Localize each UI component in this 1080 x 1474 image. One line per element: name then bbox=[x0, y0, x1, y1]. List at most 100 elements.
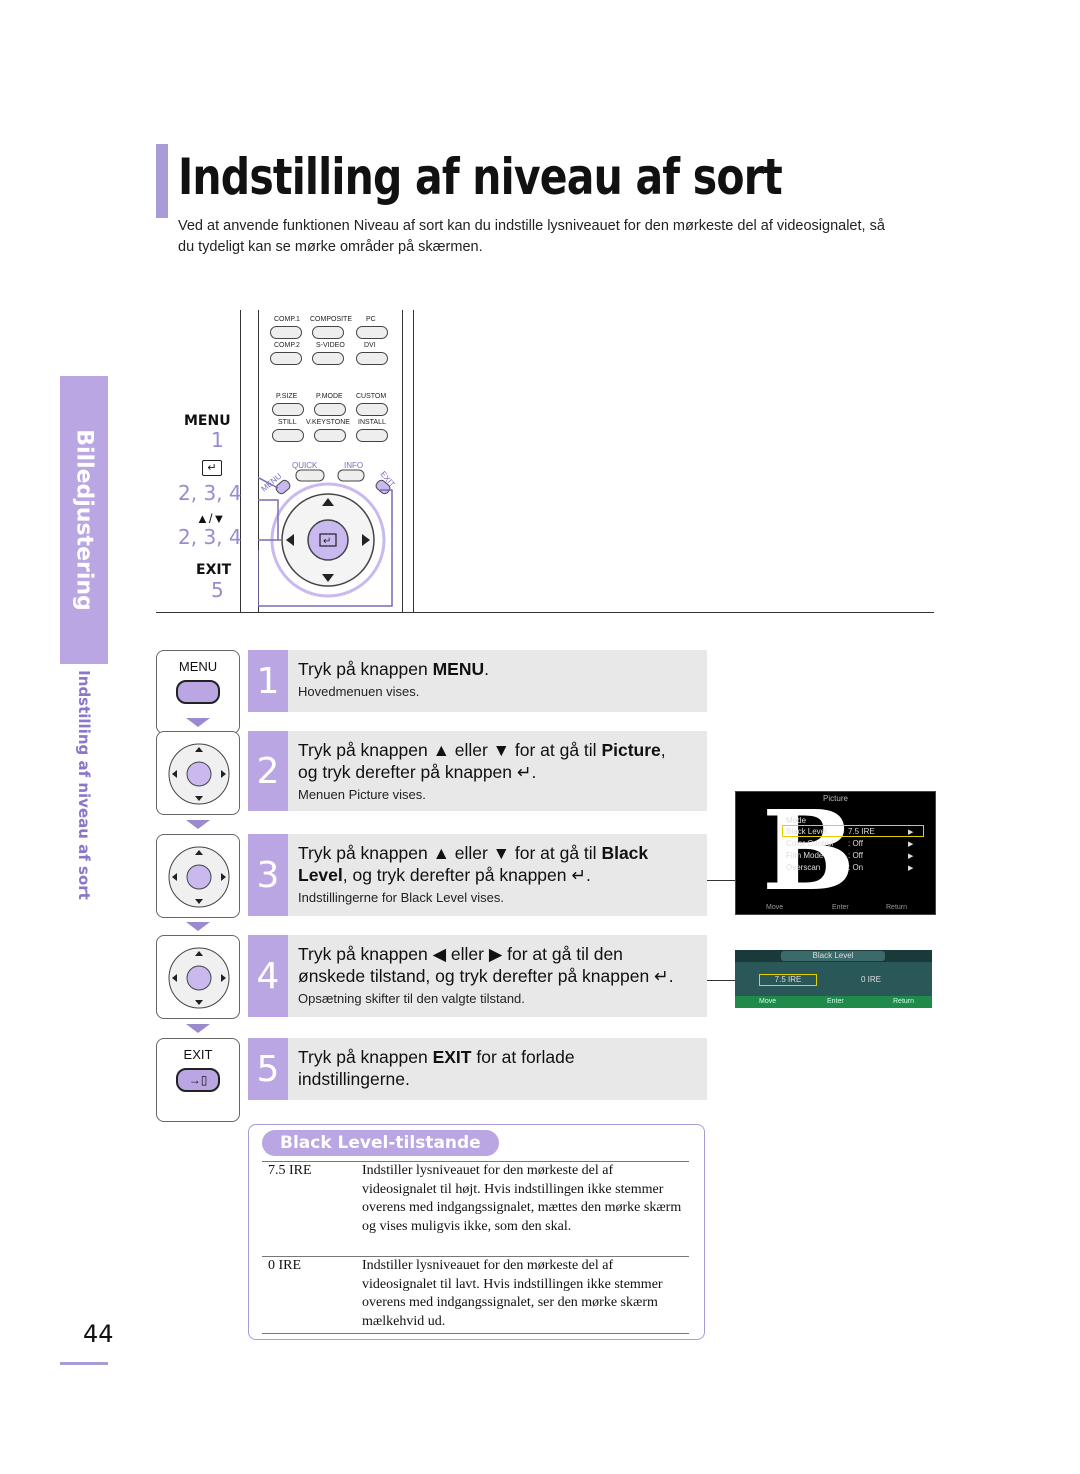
step-number: 4 bbox=[248, 935, 288, 1017]
step-result: Menuen Picture vises. bbox=[298, 787, 426, 802]
osd-row-label: Mode bbox=[786, 816, 807, 825]
osd-row-value: : Off bbox=[848, 839, 863, 848]
step-text: . bbox=[484, 659, 489, 679]
intro-text: Ved at anvende funktionen Niveau af sort… bbox=[178, 218, 885, 255]
install-label: INSTALL bbox=[358, 419, 386, 426]
quick-button bbox=[295, 469, 325, 482]
step-result: Opsætning skifter til den valgte tilstan… bbox=[298, 991, 525, 1006]
remote-menu-step: 1 bbox=[211, 428, 224, 452]
osd-footer-enter: Enter bbox=[827, 998, 844, 1005]
step-result: Hovedmenuen vises. bbox=[298, 684, 420, 699]
table-rule bbox=[262, 1256, 689, 1257]
step-text: Tryk på knappen bbox=[298, 659, 433, 679]
step-keyword: Level bbox=[298, 865, 343, 885]
step-text: og tryk derefter på knappen ↵. bbox=[298, 762, 537, 782]
step-text: , bbox=[660, 740, 666, 760]
remote-nav-cluster: QUICK INFO MENU EXIT ↵ bbox=[258, 461, 397, 607]
osd-selection bbox=[782, 825, 924, 837]
info-label: INFO bbox=[344, 461, 363, 470]
svideo-button[interactable] bbox=[312, 352, 344, 365]
remote-menu-label: MENU bbox=[184, 413, 231, 429]
vkeystone-button[interactable] bbox=[314, 429, 346, 442]
step-4: Tryk på knappen ◀ eller ▶ for at gå til … bbox=[288, 935, 707, 1017]
osd-row-label: Overscan bbox=[786, 863, 821, 872]
osd-title: Picture bbox=[823, 794, 848, 803]
step-number: 3 bbox=[248, 834, 288, 916]
callout-line bbox=[707, 880, 737, 881]
side-tab bbox=[60, 376, 108, 664]
osd-option-selected: 7.5 IRE bbox=[759, 974, 817, 986]
remote-edge-line bbox=[258, 310, 259, 612]
step-keyword: MENU bbox=[432, 659, 485, 679]
pc-label: PC bbox=[366, 316, 376, 323]
osd-row-value: : Off bbox=[848, 851, 863, 860]
step-text: indstillingerne. bbox=[298, 1069, 410, 1089]
step-text: for at forlade bbox=[471, 1047, 575, 1067]
title-accent-bar bbox=[156, 144, 168, 218]
comp2-label: COMP.2 bbox=[274, 342, 300, 349]
step-result: Indstillingerne for Black Level vises. bbox=[298, 890, 504, 905]
osd-black-level: Black Level 7.5 IRE 0 IRE Move Enter Ret… bbox=[735, 950, 932, 1008]
remote-edge-line bbox=[413, 310, 414, 612]
still-label: STILL bbox=[278, 419, 297, 426]
step-2: Tryk på knappen ▲ eller ▼ for at gå til … bbox=[288, 731, 707, 811]
osd-footer-return: Return bbox=[886, 904, 908, 911]
osd-row-label: Film Mode bbox=[786, 851, 824, 860]
step-number: 2 bbox=[248, 731, 288, 811]
exit-key-label: EXIT bbox=[183, 1047, 213, 1062]
nav-left-arrow bbox=[286, 534, 294, 546]
step-5: Tryk på knappen EXIT for at forlade inds… bbox=[288, 1038, 707, 1100]
nav-key-icon bbox=[156, 935, 240, 1019]
flow-arrow-icon bbox=[186, 718, 210, 727]
flow-arrow-icon bbox=[186, 922, 210, 931]
exit-key-icon: EXIT →▯ bbox=[156, 1038, 240, 1122]
step-text: Tryk på knappen ▲ eller ▼ for at gå til bbox=[298, 740, 602, 760]
nav-key-icon bbox=[156, 731, 240, 815]
nav-key-icon bbox=[156, 834, 240, 918]
step-text: Tryk på knappen bbox=[298, 1047, 433, 1067]
page-number: 44 bbox=[83, 1320, 114, 1348]
pmode-button[interactable] bbox=[314, 403, 346, 416]
nav-down-arrow bbox=[322, 574, 334, 582]
table-key: 7.5 IRE bbox=[268, 1163, 312, 1178]
remote-edge-line bbox=[402, 310, 403, 612]
osd-row-arrows: ▶▶▶▶ bbox=[908, 829, 914, 872]
section-divider bbox=[156, 612, 934, 613]
comp1-button[interactable] bbox=[270, 326, 302, 339]
step-keyword: Picture bbox=[601, 740, 661, 760]
table-desc: Indstiller lysniveauet for den mørkeste … bbox=[362, 1163, 682, 1234]
psize-button[interactable] bbox=[272, 403, 304, 416]
menu-button-icon bbox=[176, 680, 220, 704]
remote-updown-label: ▲/▼ bbox=[196, 511, 226, 526]
comp2-button[interactable] bbox=[270, 352, 302, 365]
page-title: Indstilling af niveau af sort bbox=[178, 148, 783, 206]
pmode-label: P.MODE bbox=[316, 393, 343, 400]
osd-option: 0 IRE bbox=[861, 975, 882, 984]
enter-icon: ↵ bbox=[202, 460, 222, 476]
step-text: Tryk på knappen ▲ eller ▼ for at gå til bbox=[298, 843, 602, 863]
custom-button[interactable] bbox=[356, 403, 388, 416]
svideo-label: S-VIDEO bbox=[316, 342, 345, 349]
install-button[interactable] bbox=[356, 429, 388, 442]
black-level-heading: Black Level-tilstande bbox=[262, 1130, 499, 1156]
info-button bbox=[337, 469, 365, 482]
exit-button-icon: →▯ bbox=[176, 1068, 220, 1092]
still-button[interactable] bbox=[272, 429, 304, 442]
step-text: ønskede tilstand, og tryk derefter på kn… bbox=[298, 966, 674, 986]
osd-footer-return: Return bbox=[893, 998, 915, 1005]
composite-button[interactable] bbox=[312, 326, 344, 339]
table-rule bbox=[262, 1161, 689, 1162]
remote-updown-step: 2, 3, 4 bbox=[178, 525, 242, 549]
dvi-button[interactable] bbox=[356, 352, 388, 365]
osd-footer-move: Move bbox=[759, 998, 777, 1005]
osd-footer-bar bbox=[735, 996, 932, 1008]
remote-enter-step: 2, 3, 4 bbox=[178, 481, 242, 505]
osd-picture-menu: Picture B Mode Black Level 7.5 IRE Color… bbox=[735, 791, 936, 915]
comp1-label: COMP.1 bbox=[274, 316, 300, 323]
pc-button[interactable] bbox=[356, 326, 388, 339]
remote-exit-step: 5 bbox=[211, 578, 224, 602]
menu-small-button bbox=[275, 479, 291, 495]
dvi-label: DVI bbox=[364, 342, 376, 349]
remote-exit-label: EXIT bbox=[196, 562, 232, 578]
flow-arrow-icon bbox=[186, 1024, 210, 1033]
